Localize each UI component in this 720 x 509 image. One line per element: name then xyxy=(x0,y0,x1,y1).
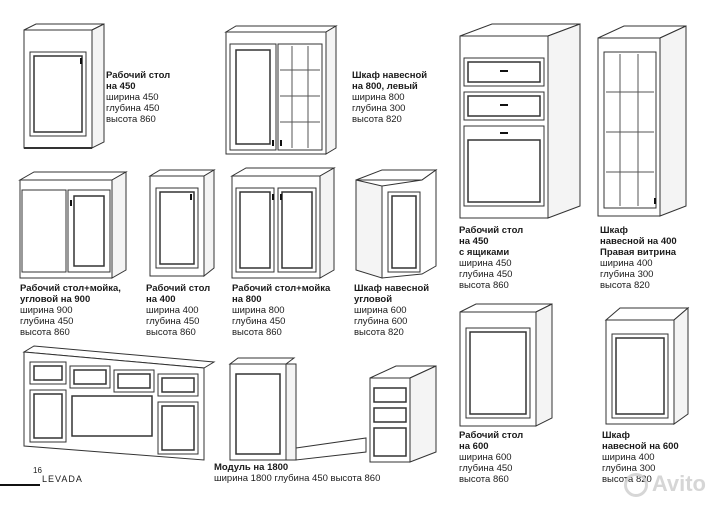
item-depth: глубина 450 xyxy=(146,316,200,327)
brand-name: LEVADA xyxy=(42,474,83,484)
item-wall-corner: Шкаф навесной угловой ширина 600 глубина… xyxy=(354,283,429,338)
item-title: Правая витрина xyxy=(600,247,677,258)
item-title: на 800 xyxy=(232,294,262,305)
item-width: ширина 600 xyxy=(459,452,512,463)
cabinet-wall-400-vitrine-image xyxy=(594,22,690,222)
item-sink-800: Рабочий стол+мойка на 800 ширина 800 глу… xyxy=(232,283,330,338)
item-width: ширина 450 xyxy=(106,92,159,103)
item-dimensions: ширина 1800 глубина 450 высота 860 xyxy=(214,473,381,484)
item-width: ширина 900 xyxy=(20,305,73,316)
item-depth: глубина 450 xyxy=(459,269,513,280)
item-height: высота 860 xyxy=(459,280,509,291)
item-width: ширина 400 xyxy=(600,258,653,269)
item-height: высота 860 xyxy=(20,327,70,338)
item-base-450: Рабочий стол на 450 ширина 450 глубина 4… xyxy=(106,70,170,125)
cabinet-wall-600-image xyxy=(602,300,692,430)
footer-rule xyxy=(0,484,40,486)
cabinet-base-600-image xyxy=(456,300,556,430)
item-title: Шкаф xyxy=(600,225,628,236)
item-depth: глубина 300 xyxy=(600,269,654,280)
item-depth: глубина 450 xyxy=(232,316,286,327)
cabinet-corner-sink-900-image xyxy=(16,170,130,282)
item-depth: глубина 600 xyxy=(354,316,408,327)
item-title: Рабочий стол xyxy=(146,283,211,294)
item-title: на 400 xyxy=(146,294,176,305)
item-title: на 450 xyxy=(106,81,136,92)
item-height: высота 860 xyxy=(459,474,509,485)
item-width: ширина 800 xyxy=(352,92,405,103)
cabinet-base-400-image xyxy=(146,168,218,280)
item-title: с ящиками xyxy=(459,247,510,258)
cabinet-drawers-450-image xyxy=(456,22,584,222)
item-title: Рабочий стол xyxy=(459,225,524,236)
item-wall-400-vitrine: Шкаф навесной на 400 Правая витрина шири… xyxy=(600,225,677,291)
item-title: Шкаф навесной xyxy=(354,283,430,294)
cabinet-wall-800-left-image xyxy=(222,22,340,158)
item-module-1800: Модуль на 1800 ширина 1800 глубина 450 в… xyxy=(214,462,380,484)
cabinet-wall-corner-image xyxy=(352,166,442,282)
item-depth: глубина 450 xyxy=(106,103,160,114)
item-height: высота 820 xyxy=(354,327,404,338)
item-height: высота 860 xyxy=(146,327,196,338)
item-width: ширина 800 xyxy=(232,305,285,316)
cabinet-module-1800-image xyxy=(226,352,448,466)
item-title: на 450 xyxy=(459,236,489,247)
cabinet-long-set-image xyxy=(18,340,218,464)
page-number: 16 xyxy=(33,466,42,475)
item-title: навесной на 400 xyxy=(600,236,677,247)
cabinet-sink-800-image xyxy=(228,166,338,282)
item-width: ширина 450 xyxy=(459,258,512,269)
item-title: навесной на 600 xyxy=(602,441,679,452)
item-title: Модуль на 1800 xyxy=(214,462,289,473)
watermark: Avito xyxy=(623,470,706,497)
item-title: угловой на 900 xyxy=(20,294,91,305)
watermark-text: Avito xyxy=(651,470,706,496)
item-height: высота 860 xyxy=(106,114,156,125)
item-drawers-450: Рабочий стол на 450 с ящиками ширина 450… xyxy=(459,225,523,291)
avito-logo-icon xyxy=(623,473,648,497)
item-depth: глубина 300 xyxy=(602,463,656,474)
item-title: угловой xyxy=(354,294,393,305)
item-title: Рабочий стол+мойка xyxy=(232,283,331,294)
item-title: Рабочий стол xyxy=(106,70,171,81)
item-title: Шкаф навесной xyxy=(352,70,428,81)
item-height: высота 820 xyxy=(352,114,402,125)
item-title: Рабочий стол+мойка, xyxy=(20,283,121,294)
item-title: Шкаф xyxy=(602,430,630,441)
item-title: Рабочий стол xyxy=(459,430,524,441)
item-depth: глубина 450 xyxy=(459,463,513,474)
item-depth: глубина 450 xyxy=(20,316,74,327)
item-wall-800-left: Шкаф навесной на 800, левый ширина 800 г… xyxy=(352,70,427,125)
item-height: высота 820 xyxy=(600,280,650,291)
item-corner-sink-900: Рабочий стол+мойка, угловой на 900 ширин… xyxy=(20,283,121,338)
item-width: ширина 400 xyxy=(146,305,199,316)
cabinet-base-450-image xyxy=(18,22,108,158)
item-base-400: Рабочий стол на 400 ширина 400 глубина 4… xyxy=(146,283,210,338)
item-title: на 800, левый xyxy=(352,81,418,92)
item-base-600: Рабочий стол на 600 ширина 600 глубина 4… xyxy=(459,430,523,485)
item-title: на 600 xyxy=(459,441,489,452)
item-width: ширина 600 xyxy=(354,305,407,316)
item-width: ширина 400 xyxy=(602,452,655,463)
item-depth: глубина 300 xyxy=(352,103,406,114)
item-height: высота 860 xyxy=(232,327,282,338)
